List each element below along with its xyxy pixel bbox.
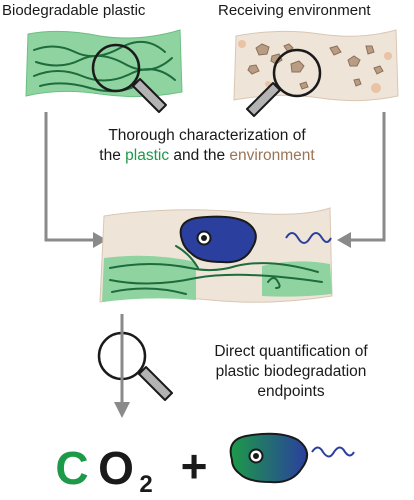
microbe-icon xyxy=(179,215,332,264)
heading-receiving-environment: Receiving environment xyxy=(218,2,371,19)
microbe-icon xyxy=(229,432,355,484)
magnifier-icon xyxy=(97,331,173,401)
characterization-line-1: Thorough characterization of xyxy=(108,127,306,144)
arrow-icon xyxy=(44,112,386,242)
co2-carbon-label: C xyxy=(55,442,88,494)
quantification-caption: Direct quantification of plastic biodegr… xyxy=(186,342,396,402)
characterization-line-2: the plastic and the environment xyxy=(62,146,352,166)
arrow-icon xyxy=(114,314,130,418)
heading-biodegradable-plastic: Biodegradable plastic xyxy=(2,2,146,19)
arrow-icon xyxy=(93,232,107,248)
quantification-line-2: plastic biodegradation xyxy=(215,363,367,380)
co2-subscript-label: 2 xyxy=(139,471,152,498)
plus-sign: + xyxy=(181,440,208,492)
soil-sample xyxy=(233,29,399,102)
plastic-fibers xyxy=(109,245,323,295)
environment-highlight: environment xyxy=(229,147,315,164)
magnifier-icon xyxy=(91,43,167,113)
plastic-sample xyxy=(25,29,183,98)
line2-prefix: the xyxy=(99,147,126,164)
quantification-line-3: endpoints xyxy=(257,383,325,400)
characterization-caption: Thorough characterization of the plastic… xyxy=(62,126,352,166)
line2-middle: and the xyxy=(169,147,230,164)
quantification-line-1: Direct quantification of xyxy=(214,343,368,360)
co2-oxygen-label: O xyxy=(98,442,134,494)
magnifier-icon xyxy=(246,48,322,117)
plastic-highlight: plastic xyxy=(125,147,170,164)
arrow-icon xyxy=(337,232,351,248)
